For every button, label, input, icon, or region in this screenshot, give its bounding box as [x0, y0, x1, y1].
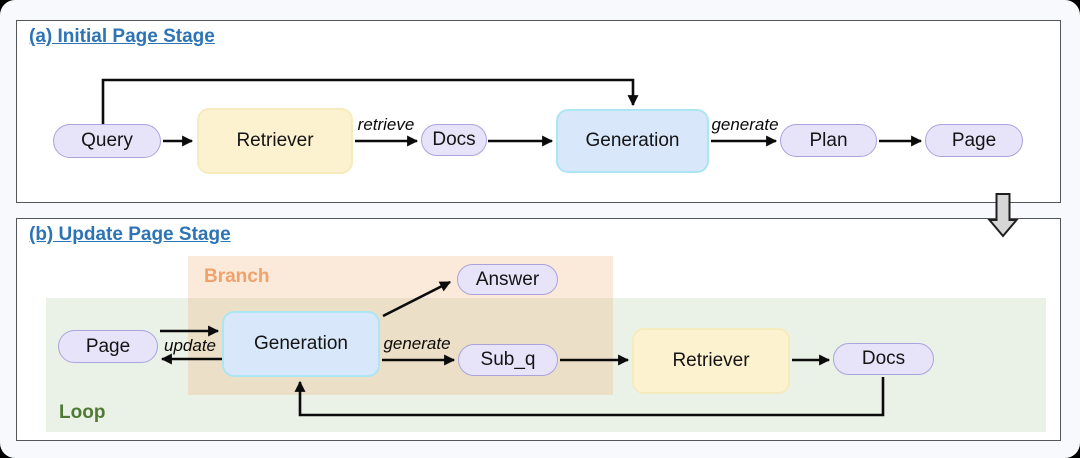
panel-a-title: (a) Initial Page Stage [29, 26, 215, 47]
node-docs-a-label: Docs [432, 129, 476, 150]
node-page-b-label: Page [85, 335, 131, 357]
node-generation-a: Generation [556, 109, 709, 173]
node-page-b: Page [58, 330, 158, 363]
branch-region-label: Branch [204, 266, 270, 287]
panel-b-title: (b) Update Page Stage [29, 224, 231, 245]
node-plan-label: Plan [809, 129, 848, 151]
node-retriever-b-label: Retriever [672, 350, 750, 371]
node-docs-b: Docs [833, 343, 934, 375]
node-retriever-a-label: Retriever [236, 130, 314, 151]
node-subq-label: Sub_q [480, 349, 536, 370]
node-generation-a-label: Generation [585, 130, 680, 151]
node-answer: Answer [457, 264, 558, 295]
edge-label-update: update [164, 336, 216, 355]
node-docs-a: Docs [421, 124, 487, 156]
loop-region-label: Loop [59, 402, 106, 423]
node-page-a: Page [925, 124, 1023, 157]
node-query-label: Query [81, 130, 133, 151]
node-plan: Plan [780, 124, 877, 157]
edge-label-retrieve: retrieve [357, 115, 415, 134]
node-query: Query [53, 124, 161, 158]
node-answer-label: Answer [475, 268, 540, 290]
edge-label-generate-b: generate [383, 334, 451, 353]
node-retriever-a: Retriever [197, 108, 353, 174]
node-page-a-label: Page [951, 129, 997, 151]
node-generation-b-label: Generation [253, 333, 348, 354]
edge-label-generate-a: generate [711, 115, 779, 134]
node-generation-b: Generation [222, 311, 380, 377]
node-retriever-b: Retriever [632, 328, 790, 394]
node-subq: Sub_q [458, 344, 558, 376]
node-docs-b-label: Docs [861, 348, 906, 369]
